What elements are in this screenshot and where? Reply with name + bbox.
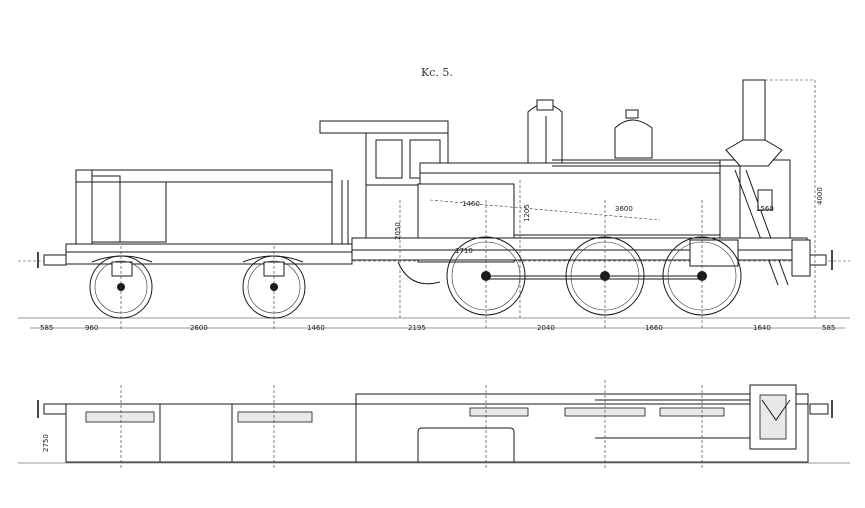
dim-1460-interior: 1460 (462, 200, 480, 208)
dimension-labels: 585 960 2600 1460 2195 2040 1660 1640 58… (40, 324, 835, 332)
dim-1660: 1660 (645, 324, 663, 332)
dim-4000: 4000 (816, 187, 824, 205)
dim-1205: 1205 (523, 204, 531, 222)
dim-585-left: 585 (40, 324, 53, 332)
dim-2040: 2040 (537, 324, 555, 332)
sand-dome (614, 109, 653, 159)
driving-wheel-2 (565, 200, 645, 330)
tender (37, 169, 353, 277)
tender-wheel-2 (242, 246, 306, 330)
dim-2050: 2050 (394, 222, 402, 240)
dim-2195: 2195 (408, 324, 426, 332)
steam-dome (527, 99, 740, 167)
dim-1640: 1640 (753, 324, 771, 332)
figure-title: Kc. 5. (421, 66, 453, 79)
dim-1560: 1560 (756, 205, 774, 213)
dim-585-right: 585 (822, 324, 835, 332)
dim-2750: 2750 (42, 434, 50, 452)
frame (351, 237, 833, 285)
dim-3600: 3600 (615, 205, 633, 213)
plan-view: 2750 (18, 380, 850, 470)
dim-1460: 1460 (307, 324, 325, 332)
driving-wheel-3 (662, 200, 742, 330)
dim-2600: 2600 (190, 324, 208, 332)
side-elevation: 585 960 2600 1460 2195 2040 1660 1640 58… (18, 79, 850, 332)
dim-960: 960 (85, 324, 98, 332)
chimney (725, 79, 789, 286)
tender-wheel-1 (89, 246, 153, 330)
dim-1710: 1710 (455, 247, 473, 255)
